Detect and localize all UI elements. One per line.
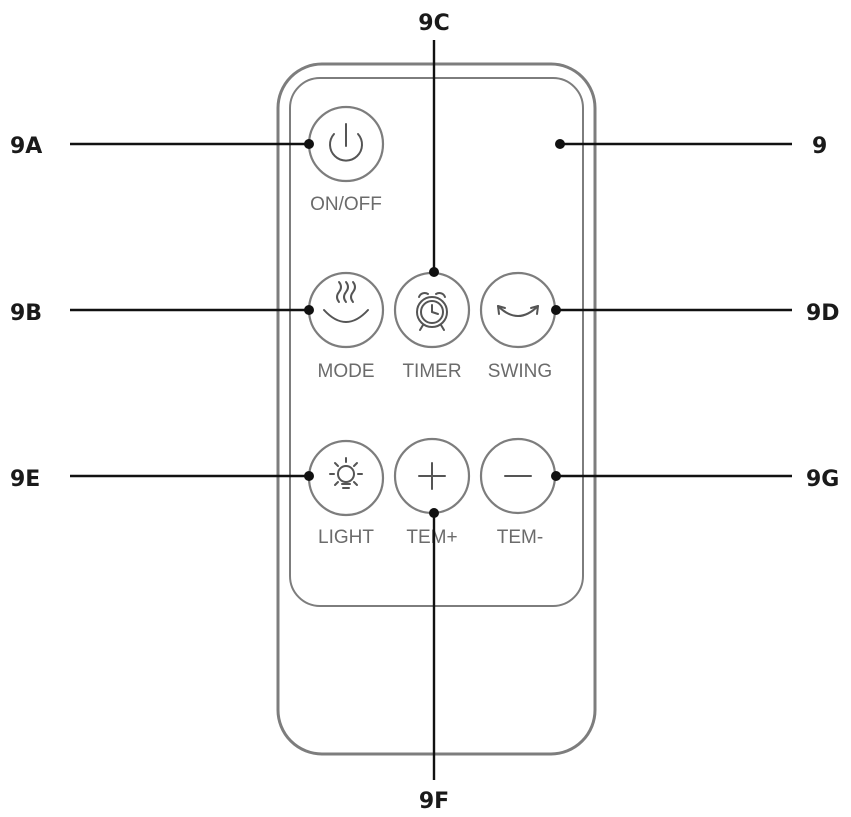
timer-button-label: TIMER <box>402 361 461 382</box>
leader-9f <box>429 508 439 780</box>
power-button-label: ON/OFF <box>310 194 382 215</box>
callout-9a: 9A <box>10 134 42 159</box>
temp-up-button-label: TEM+ <box>406 527 457 548</box>
callout-9: 9 <box>812 134 827 159</box>
callout-9b: 9B <box>10 301 42 326</box>
remote-inner-panel <box>289 77 584 607</box>
plus-icon <box>418 462 446 490</box>
power-icon <box>329 123 363 162</box>
callout-9d: 9D <box>806 301 840 326</box>
heat-waves-icon <box>323 281 369 323</box>
leader-9g <box>551 471 792 481</box>
callout-9f: 9F <box>419 789 449 814</box>
swing-button-label: SWING <box>488 361 552 382</box>
mode-button[interactable] <box>307 271 385 349</box>
mode-button-label: MODE <box>318 361 375 382</box>
leader-9e <box>70 471 314 481</box>
leader-9d <box>551 305 792 315</box>
leader-9 <box>555 139 792 149</box>
leader-9c <box>429 40 439 277</box>
callout-9g: 9G <box>806 467 839 492</box>
alarm-clock-icon <box>416 291 448 331</box>
swing-button[interactable] <box>479 271 557 349</box>
leader-9b <box>70 305 314 315</box>
temp-down-button[interactable] <box>479 437 557 515</box>
callout-9c: 9C <box>418 11 449 36</box>
callout-9e: 9E <box>10 467 40 492</box>
remote-outer-shell <box>276 62 597 756</box>
swing-arrows-icon <box>497 305 539 317</box>
light-bulb-icon <box>329 457 363 489</box>
light-button-label: LIGHT <box>318 527 374 548</box>
temp-up-button[interactable] <box>393 437 471 515</box>
timer-button[interactable] <box>393 271 471 349</box>
power-button[interactable] <box>307 105 385 183</box>
temp-down-button-label: TEM- <box>497 527 543 548</box>
light-button[interactable] <box>307 439 385 517</box>
leader-9a <box>70 139 314 149</box>
